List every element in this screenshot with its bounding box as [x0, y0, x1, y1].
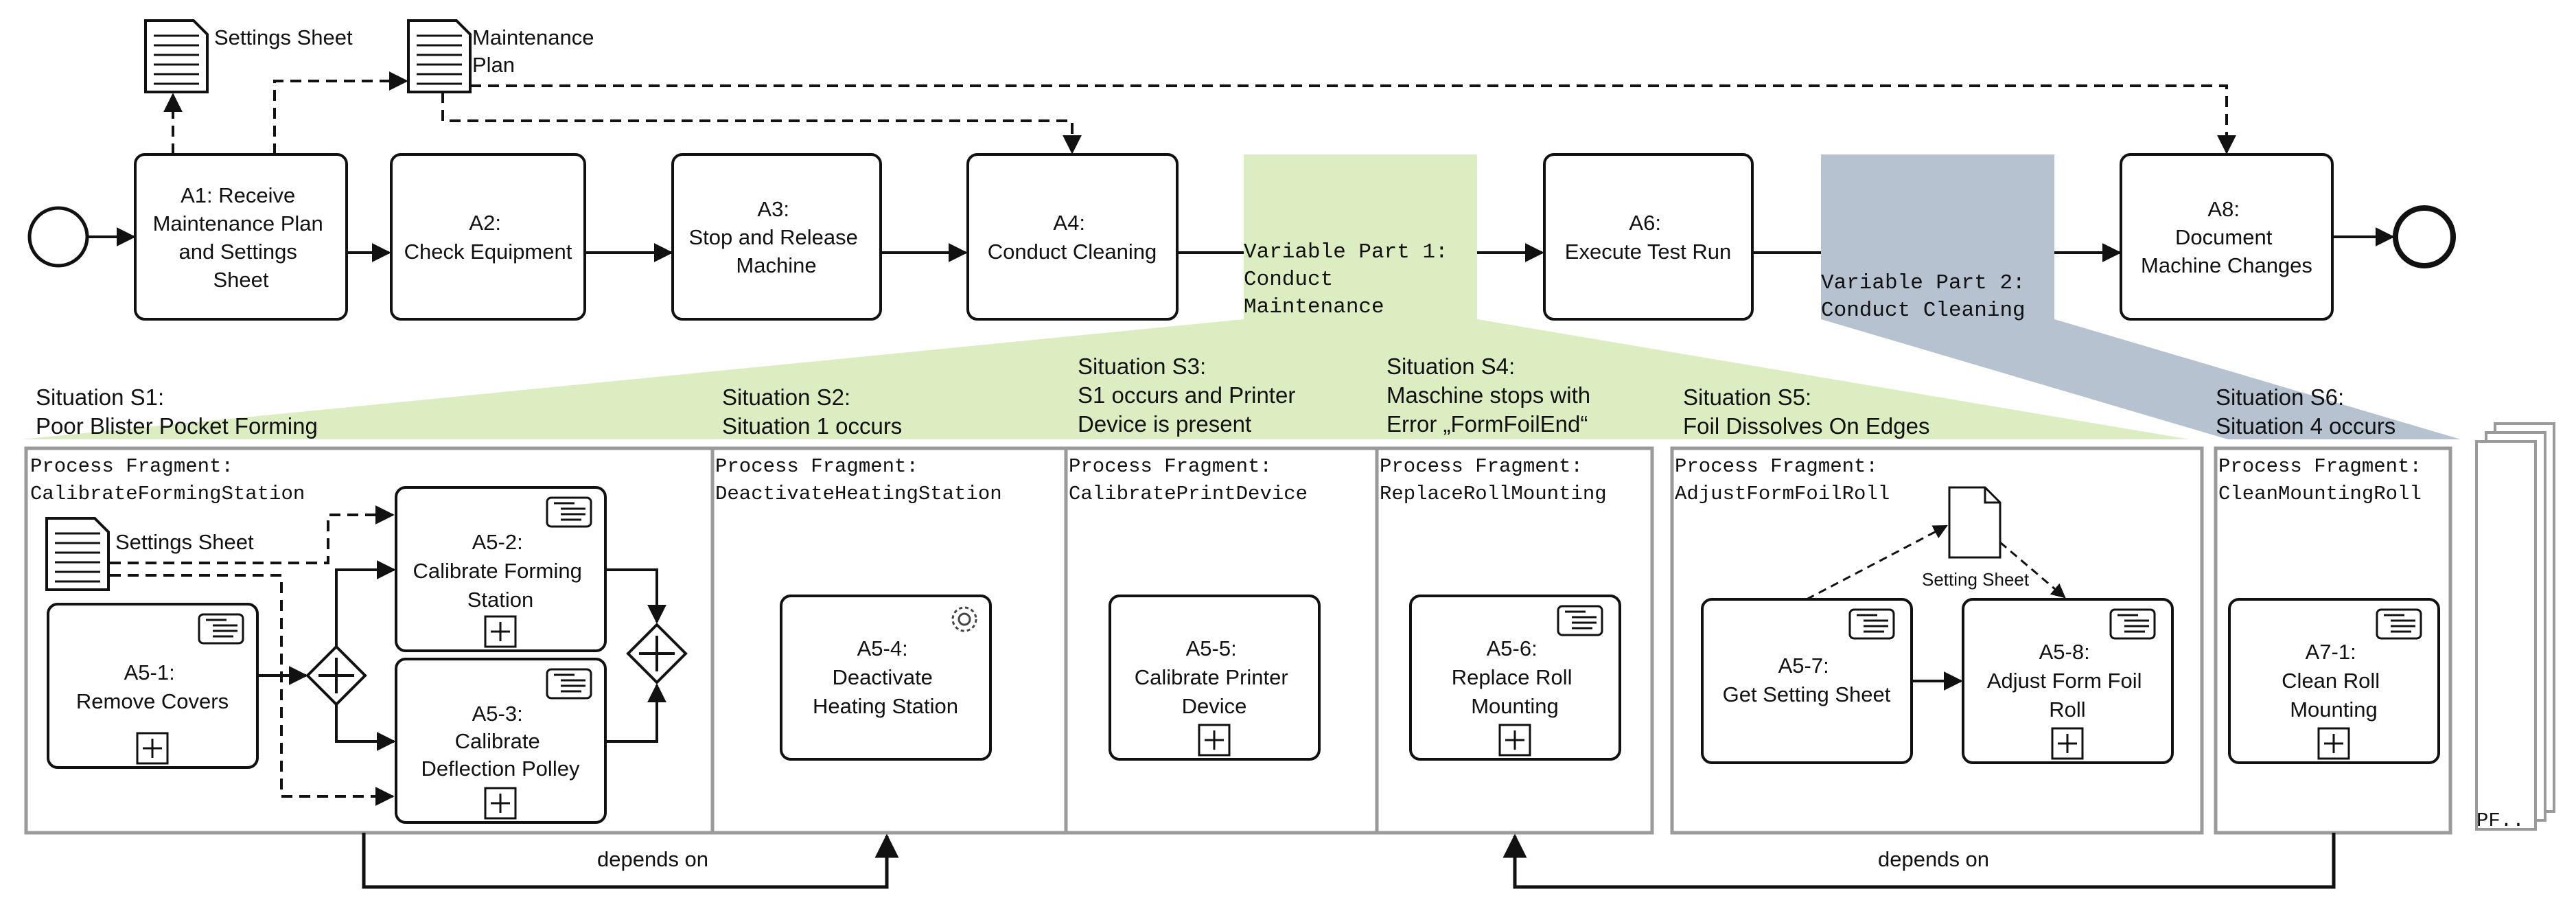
- task-a7-1[interactable]: [2228, 598, 2440, 764]
- situation-s3: Situation S3: S1 occurs and Printer Devi…: [1078, 354, 1302, 437]
- task-a5-2-label: A5-2: Calibrate Forming Station: [413, 530, 588, 612]
- task-a2-label: A2: Check Equipment: [404, 211, 572, 264]
- task-a5-3-label: A5-3: Calibrate Deflection Polley: [421, 702, 580, 781]
- start-event: [27, 206, 89, 268]
- setting-sheet-label: Setting Sheet: [1922, 569, 2030, 590]
- task-a5-7-label: A5-7: Get Setting Sheet: [1723, 654, 1891, 706]
- task-a5-5-label: A5-5: Calibrate Printer Device: [1135, 636, 1295, 718]
- situation-s1: Situation S1: Poor Blister Pocket Formin…: [36, 384, 318, 439]
- parallel-gateway-join: [626, 623, 688, 684]
- task-a6-label: A6: Execute Test Run: [1565, 211, 1731, 264]
- subprocess-plus-icon: [2317, 727, 2350, 760]
- fragment-6-header: Process Fragment: CleanMountingRoll: [2218, 455, 2433, 505]
- task-a8[interactable]: [2120, 153, 2334, 321]
- settings-sheet-fragment-label: Settings Sheet: [115, 530, 254, 554]
- task-a5-5[interactable]: [1109, 595, 1321, 761]
- depends-on-label-2: depends on: [1878, 847, 1989, 871]
- depends-on-label-1: depends on: [597, 847, 708, 871]
- fragment-4-header: Process Fragment: ReplaceRollMounting: [1380, 455, 1607, 505]
- subprocess-plus-icon: [136, 732, 169, 765]
- task-a1-label: A1: Receive Maintenance Plan and Setting…: [153, 183, 329, 292]
- depends-on-arrow-2: [1502, 833, 2336, 889]
- task-a5-4-label: A5-4: Deactivate Heating Station: [813, 636, 958, 718]
- manual-task-icon: [2376, 608, 2422, 640]
- end-event: [2393, 205, 2456, 268]
- situation-s5: Situation S5: Foil Dissolves On Edges: [1683, 384, 1929, 439]
- subprocess-plus-icon: [1198, 724, 1231, 757]
- task-a7-1-label: A7-1: Clean Roll Mounting: [2282, 640, 2386, 722]
- maintenance-plan-document-icon: [407, 19, 472, 93]
- manual-task-icon: [2109, 608, 2156, 640]
- task-a5-8-label: A5-8: Adjust Form Foil Roll: [1987, 640, 2148, 722]
- vp1-highlight: [21, 154, 2190, 439]
- situation-s6: Situation S6: Situation 4 occurs: [2216, 384, 2395, 439]
- task-a5-4[interactable]: [780, 595, 992, 761]
- fragment-1-header: Process Fragment: CalibrateFormingStatio…: [30, 455, 305, 505]
- task-a5-6-label: A5-6: Replace Roll Mounting: [1452, 636, 1578, 718]
- subprocess-plus-icon: [484, 787, 517, 820]
- task-a3[interactable]: [671, 153, 882, 321]
- vp2-label: Variable Part 2: Conduct Cleaning: [1821, 271, 2038, 323]
- manual-task-icon: [546, 496, 592, 528]
- task-a1[interactable]: [134, 153, 348, 321]
- settings-sheet-document-icon: [144, 19, 209, 93]
- situation-s4: Situation S4: Maschine stops with Error …: [1386, 354, 1597, 437]
- task-a2[interactable]: [390, 153, 586, 321]
- task-a5-1-label: A5-1: Remove Covers: [76, 660, 229, 713]
- subprocess-plus-icon: [2051, 727, 2084, 760]
- manual-task-icon: [1557, 605, 1603, 636]
- task-a4-label: A4: Conduct Cleaning: [988, 211, 1157, 264]
- more-fragments-label: PF..: [2476, 809, 2525, 832]
- task-a3-label: A3: Stop and Release Machine: [688, 197, 863, 277]
- settings-sheet-label: Settings Sheet: [214, 25, 353, 49]
- maintenance-plan-label: Maintenance Plan: [472, 25, 600, 77]
- more-fragments-stack: [2475, 422, 2555, 831]
- manual-task-icon: [198, 613, 244, 645]
- vp2-highlight: [1821, 154, 2461, 439]
- subprocess-plus-icon: [1498, 724, 1531, 757]
- situation-s2: Situation S2: Situation 1 occurs: [722, 384, 902, 439]
- subprocess-plus-icon: [484, 615, 517, 648]
- vp1-label: Variable Part 1: Conduct Maintenance: [1244, 240, 1461, 319]
- setting-sheet-document-icon: [1948, 486, 2001, 559]
- task-a4[interactable]: [966, 153, 1179, 321]
- manual-task-icon: [546, 668, 592, 700]
- manual-task-icon: [1848, 608, 1895, 640]
- task-a6[interactable]: [1543, 153, 1754, 321]
- task-a5-8[interactable]: [1962, 598, 2174, 764]
- service-gear-icon: [951, 606, 977, 632]
- fragment-deactivate-heating-station: [710, 446, 1068, 835]
- task-a5-6[interactable]: [1409, 595, 1621, 761]
- task-a8-label: A8: Document Machine Changes: [2141, 197, 2312, 277]
- task-a5-1[interactable]: [47, 603, 259, 769]
- fragment-5-header: Process Fragment: AdjustFormFoilRoll: [1675, 455, 1890, 505]
- fragment-2-header: Process Fragment: DeactivateHeatingStati…: [715, 455, 1002, 505]
- depends-on-arrow-1: [362, 833, 899, 889]
- fragment-3-header: Process Fragment: CalibratePrintDevice: [1069, 455, 1308, 505]
- settings-sheet-fragment-icon: [45, 517, 110, 591]
